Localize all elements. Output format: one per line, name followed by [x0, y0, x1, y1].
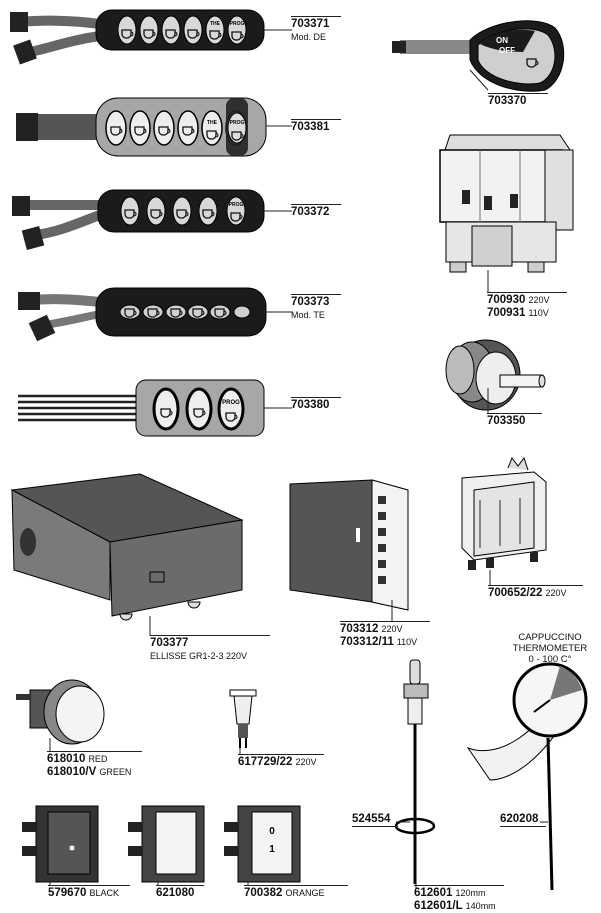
rocker-switch-579670: [22, 805, 99, 883]
part-code: 612601: [414, 887, 453, 899]
part-color: ORANGE: [285, 888, 325, 898]
label-703350: 703350: [487, 413, 542, 428]
part-code: 700930: [487, 294, 526, 306]
label-618010: 618010 RED 618010/V GREEN: [47, 751, 142, 779]
indicator-lamp-617729-22: [229, 689, 257, 748]
label-703377: 703377 ELLISSE GR1-2-3 220V: [150, 635, 270, 663]
contactor-700930: [439, 134, 574, 273]
membrane-keypad-703372: PROG: [12, 189, 265, 250]
switch-zero-mark: 0: [269, 826, 275, 837]
label-620208: 620208: [500, 813, 546, 827]
part-code: 700652/22: [488, 587, 543, 599]
label-612601: 612601 120mm 612601/L 140mm: [414, 885, 504, 913]
part-code: 703312/11: [340, 636, 394, 648]
label-703373: 703373 Mod. TE: [291, 294, 341, 322]
part-color: RED: [88, 754, 108, 764]
off-label: OFF: [499, 46, 515, 55]
membrane-keypad-703373: [18, 287, 267, 342]
part-note: Mod. DE: [291, 32, 327, 42]
control-box-703377: [10, 473, 244, 621]
part-voltage: 220V: [295, 757, 317, 767]
label-703370: 703370: [488, 93, 548, 108]
part-code: 703312: [340, 623, 379, 635]
on-label: ON: [496, 36, 508, 45]
pilot-lamp-618010: [16, 679, 105, 745]
label-700382: 700382 ORANGE: [244, 885, 348, 900]
part-code: 703371: [291, 18, 330, 30]
thermometer-caption: CAPPUCCINO THERMOMETER 0 - 100 C°: [508, 632, 592, 665]
part-code: 703370: [488, 95, 527, 107]
label-703381: 703381: [291, 119, 341, 134]
part-color: BLACK: [89, 888, 119, 898]
part-length: 120mm: [455, 888, 486, 898]
prog-key-label: PROG: [222, 400, 240, 406]
switch-one-mark: 1: [269, 844, 275, 855]
part-color: GREEN: [99, 767, 132, 777]
steam-probe-612601: [394, 659, 436, 884]
prog-key-label: PROG: [230, 120, 245, 126]
part-code: 700382: [244, 887, 283, 899]
part-voltage: 220V: [381, 624, 403, 634]
part-code: 703380: [291, 399, 330, 411]
membrane-keypad-703380: PROG: [18, 379, 265, 437]
part-code: 700931: [487, 307, 526, 319]
label-703380: 703380: [291, 397, 341, 412]
thermometer-620208: [466, 662, 588, 891]
part-code: 621080: [156, 887, 195, 899]
thermometer-line-3: 0 - 100 C°: [528, 654, 572, 665]
part-voltage: 110V: [528, 308, 549, 318]
part-code: 618010: [47, 753, 86, 765]
label-579670: 579670 BLACK: [48, 885, 130, 900]
part-code: 620208: [500, 813, 539, 825]
membrane-keypad-703381: THE PROG: [16, 97, 267, 157]
rocker-switch-621080: [128, 805, 205, 883]
label-621080: 621080: [156, 885, 204, 900]
part-code: 703377: [150, 637, 189, 649]
label-617729-22: 617729/22 220V: [238, 754, 324, 769]
on-off-switch-703370: ON OFF: [392, 20, 565, 92]
part-code: 618010/V: [47, 766, 97, 778]
label-700930: 700930 220V 700931 110V: [487, 292, 567, 320]
part-code: 703372: [291, 206, 330, 218]
thermometer-line-2: THERMOMETER: [512, 643, 588, 654]
control-unit-703312: [289, 479, 409, 611]
membrane-keypad-703371: THE PROG: [10, 9, 265, 65]
part-code: 703373: [291, 296, 330, 308]
part-length: 140mm: [465, 901, 496, 911]
prog-key-label: PROG: [229, 202, 244, 208]
the-key-label: THE: [207, 120, 218, 126]
label-703312: 703312 220V 703312/11 110V: [340, 621, 430, 649]
part-code: 617729/22: [238, 756, 293, 768]
rotary-switch-703350: [445, 339, 546, 411]
part-code: 703381: [291, 121, 330, 133]
label-703371: 703371 Mod. DE: [291, 16, 341, 44]
part-code: 612601/L: [414, 900, 463, 912]
label-524554: 524554: [352, 813, 398, 827]
label-700652-22: 700652/22 220V: [488, 585, 583, 600]
part-code: 703350: [487, 415, 526, 427]
part-voltage: 110V: [396, 637, 418, 647]
part-code: 579670: [48, 887, 87, 899]
label-703372: 703372: [291, 204, 341, 219]
part-voltage: 220V: [545, 588, 567, 598]
prog-key-label: PROG: [230, 21, 245, 27]
part-note: Mod. TE: [291, 310, 325, 320]
part-code: 524554: [352, 813, 391, 825]
thermometer-line-1: CAPPUCCINO: [518, 632, 582, 643]
rocker-switch-700382: 0 1: [224, 805, 301, 883]
part-voltage: 220V: [528, 295, 550, 305]
relay-700652-22: [461, 456, 547, 570]
part-note: ELLISSE GR1-2-3 220V: [150, 651, 248, 661]
the-key-label: THE: [210, 21, 221, 27]
